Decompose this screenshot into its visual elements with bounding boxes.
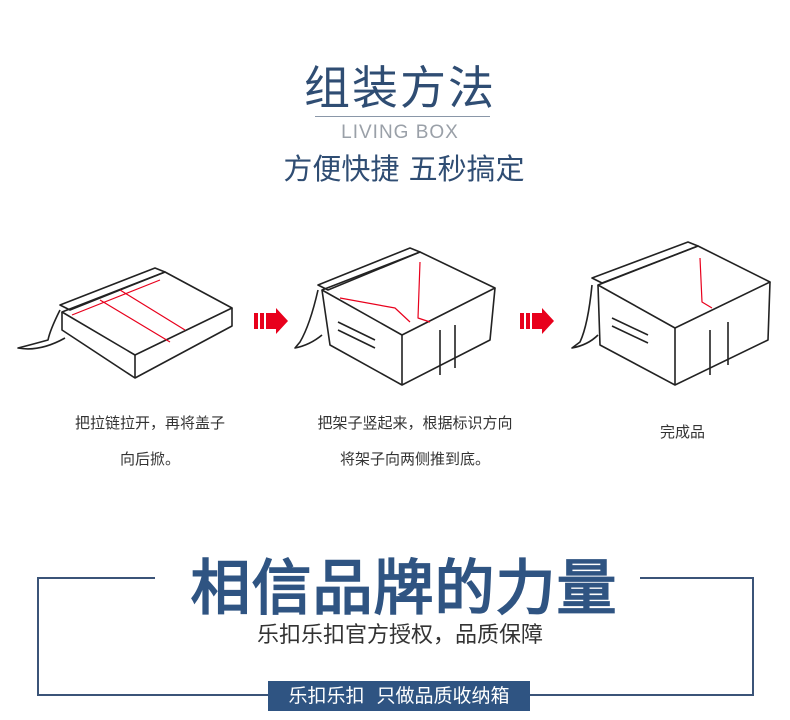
step3-caption: 完成品 bbox=[659, 423, 705, 441]
section-tagline: 方便快捷 五秒搞定 bbox=[283, 152, 525, 186]
brand-slogan: 乐扣乐扣官方授权，品质保障 bbox=[256, 623, 543, 648]
step2-caption-line1: 把架子竖起来，根据标识方向 bbox=[317, 414, 513, 432]
step2-caption-line2: 将架子向两侧推到底。 bbox=[339, 450, 490, 468]
title-divider bbox=[315, 116, 490, 117]
step1-caption-line2: 向后掀。 bbox=[119, 450, 180, 468]
box-step2-illustration bbox=[294, 247, 496, 386]
arrow-icon-2 bbox=[520, 308, 554, 334]
step1-caption-line1: 把拉链拉开，再将盖子 bbox=[74, 414, 225, 432]
arrow-icon-1 bbox=[254, 308, 288, 334]
section-subtitle-en: LIVING BOX bbox=[341, 122, 459, 143]
brand-headline: 相信品牌的力量 bbox=[190, 554, 618, 624]
step2-caption: 把架子竖起来，根据标识方向 将架子向两侧推到底。 bbox=[280, 405, 550, 477]
frame-line bbox=[37, 577, 155, 579]
section-title: 组装方法 bbox=[304, 61, 496, 115]
frame-line bbox=[37, 694, 272, 696]
frame-line bbox=[640, 577, 754, 579]
brand-tag: 乐扣乐扣 只做品质收纳箱 bbox=[268, 681, 530, 711]
frame-line bbox=[37, 577, 39, 696]
frame-line bbox=[752, 577, 754, 696]
step1-caption: 把拉链拉开，再将盖子 向后掀。 bbox=[40, 405, 260, 477]
box-step1-illustration bbox=[17, 267, 233, 379]
assembly-illustrations bbox=[17, 241, 771, 386]
box-step3-illustration bbox=[571, 241, 771, 386]
frame-line bbox=[528, 694, 754, 696]
